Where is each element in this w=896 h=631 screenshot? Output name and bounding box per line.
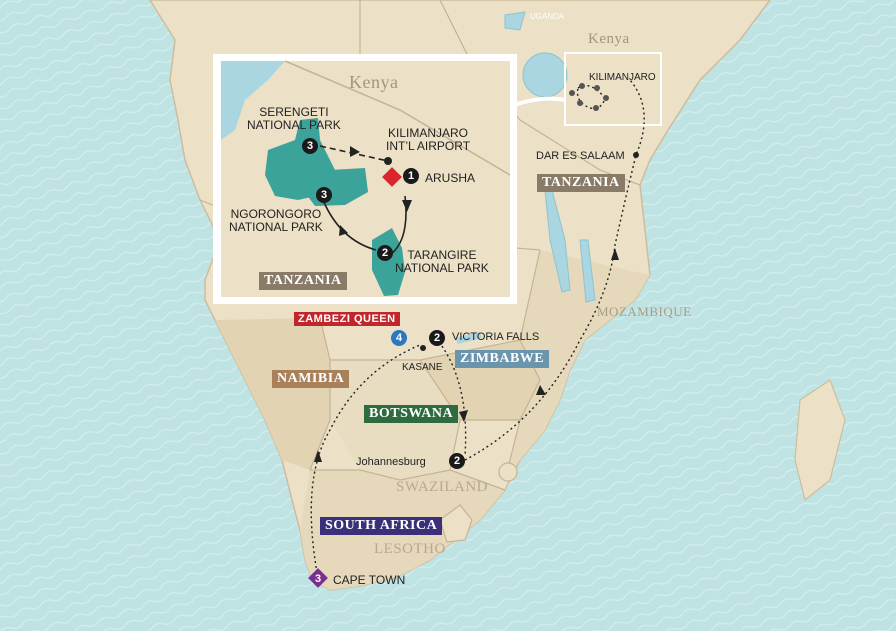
inset-water [221, 61, 285, 140]
inset-country-kenya: Kenya [349, 72, 399, 92]
lake-kariba [455, 332, 482, 344]
place-dar-es-salaam: DAR ES SALAAM [536, 150, 625, 162]
country-mozambique: MOZAMBIQUE [597, 304, 692, 319]
inset-stop-arusha: 1 [403, 168, 419, 184]
place-cape-town: CAPE TOWN [333, 573, 406, 587]
route-kilimanjaro-loop [576, 84, 606, 109]
country-kenya: Kenya [588, 31, 630, 47]
inset-arrow-1 [350, 146, 360, 157]
place-victoria-falls: VICTORIA FALLS [452, 331, 540, 343]
dar-dot [633, 152, 639, 158]
place-kasane: KASANE [402, 362, 443, 373]
inset-arrow-3 [339, 225, 348, 236]
inset-label-tarangire: TARANGIRE NATIONAL PARK [395, 248, 489, 276]
country-tanzania: TANZANIA [537, 174, 625, 192]
country-uganda: UGANDA [530, 12, 565, 21]
stop-badge-victoria-falls: 2 [429, 330, 445, 346]
inset-border [284, 60, 511, 176]
inset-label-ngorongoro: NGORONGORO NATIONAL PARK [229, 207, 323, 235]
kilimanjaro-frame [564, 52, 662, 126]
inset-arrow-2 [402, 200, 412, 212]
land-shade-mozambique [505, 250, 650, 480]
country-south-africa: SOUTH AFRICA [320, 517, 443, 535]
inset-stop-tarangire: 2 [377, 245, 393, 261]
lake-malawi [579, 239, 596, 303]
inset-airport-dot [384, 157, 392, 165]
arrow-head-4 [611, 248, 619, 260]
route-lines [310, 79, 645, 579]
lesotho-shape [439, 504, 473, 543]
country-namibia: NAMIBIA [272, 370, 350, 388]
stop-badge-cape-town: 3 [314, 573, 322, 585]
country-lesotho: LESOTHO [374, 541, 446, 557]
arrow-head-3 [536, 385, 546, 395]
inset-arusha-diamond [382, 167, 402, 187]
cape-town-diamond [308, 568, 328, 588]
inset-label-airport: KILIMANJARO INT’L AIRPORT [386, 126, 471, 154]
country-swaziland: SWAZILAND [396, 479, 488, 495]
stop-badge-johannesburg: 2 [449, 453, 465, 469]
route-capetown-kasane [310, 344, 421, 579]
lake-uganda [504, 11, 526, 31]
inset-country-tanzania: TANZANIA [259, 272, 347, 290]
inset-label-arusha: ARUSHA [425, 171, 476, 185]
land-madagascar [794, 379, 846, 502]
place-johannesburg: Johannesburg [356, 456, 426, 468]
arrow-head-2 [459, 410, 468, 422]
country-botswana: BOTSWANA [364, 405, 459, 423]
stop-badge-zambezi-queen: 4 [391, 330, 407, 346]
inset-stop-ngorongoro: 3 [316, 187, 332, 203]
route-vicfalls-johannesburg [435, 337, 467, 456]
kasane-dot [420, 345, 426, 351]
swaziland-shape [498, 462, 518, 482]
inset-label-serengeti: SERENGETI NATIONAL PARK [247, 105, 341, 133]
lake-victoria [522, 52, 568, 98]
arrow-head-1 [314, 450, 322, 462]
place-kilimanjaro: KILIMANJARO [589, 72, 656, 83]
zambezi-queen-label: ZAMBEZI QUEEN [294, 312, 400, 326]
country-zimbabwe: ZIMBABWE [455, 350, 550, 368]
inset-stop-serengeti: 3 [302, 138, 318, 154]
kilimanjaro-dots [569, 83, 609, 111]
land-shade-namibia [215, 318, 330, 470]
